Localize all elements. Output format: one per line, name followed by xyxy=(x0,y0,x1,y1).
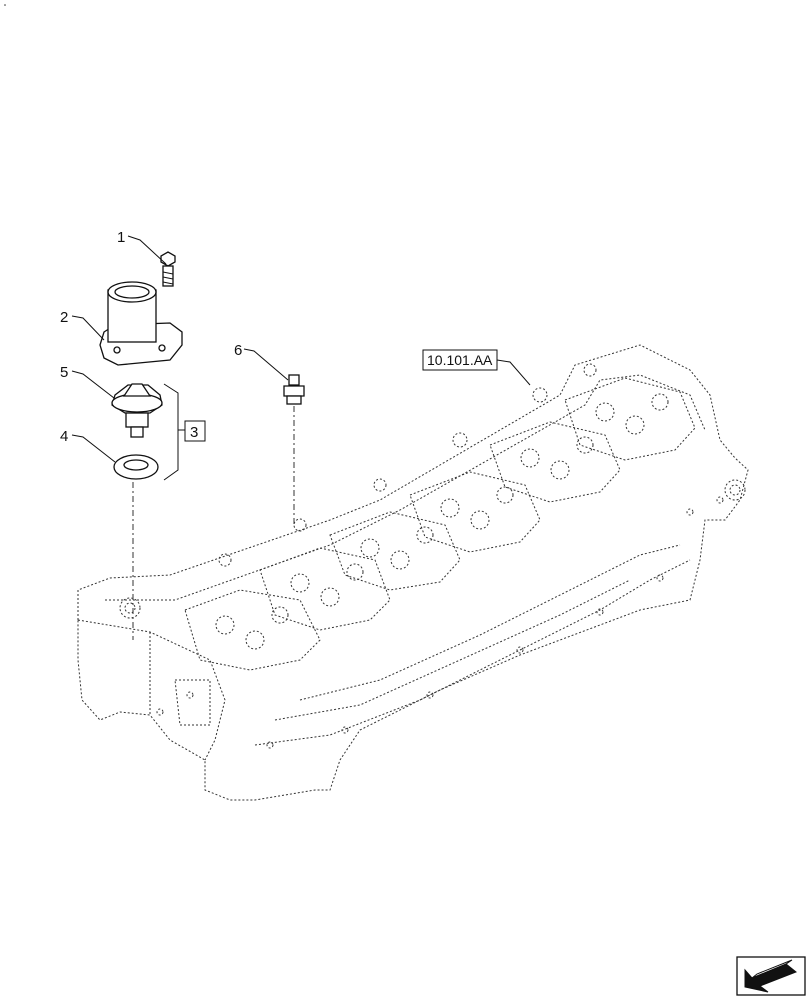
sensor-fitting-part xyxy=(283,374,305,405)
valve-pocket-3 xyxy=(329,511,461,591)
valve-pocket-1 xyxy=(184,589,321,671)
valve-pocket-6 xyxy=(564,377,696,461)
thermostat-housing-part xyxy=(99,281,183,366)
valve-seats xyxy=(215,393,669,650)
callout-3: 3 xyxy=(190,424,198,441)
next-page-arrow-icon[interactable] xyxy=(736,956,806,996)
callout-2: 2 xyxy=(60,309,68,326)
thermostat-part xyxy=(111,383,163,438)
front-face-inner xyxy=(149,632,211,726)
cylinder-head-assembly xyxy=(77,344,749,801)
callout-5: 5 xyxy=(60,364,68,381)
reference-box xyxy=(422,349,498,371)
lower-rail-2 xyxy=(299,544,681,701)
rail-holes xyxy=(156,496,724,749)
head-bolt-bosses xyxy=(119,363,746,619)
lower-rail xyxy=(254,559,691,746)
group-bracket xyxy=(163,383,179,481)
reference-label[interactable]: 10.101.AA xyxy=(427,352,493,368)
deck-edge xyxy=(105,374,706,601)
bolt-part xyxy=(160,251,176,287)
seal-ring-part xyxy=(113,454,159,480)
callout-6: 6 xyxy=(234,342,242,359)
callout-1: 1 xyxy=(117,229,125,246)
front-face xyxy=(77,619,226,761)
valve-pocket-4 xyxy=(409,471,541,553)
valve-pocket-5 xyxy=(489,421,621,503)
cylinder-head-outline xyxy=(77,344,749,801)
leader-lines xyxy=(71,235,531,463)
corner-dot xyxy=(4,4,6,6)
callout-4: 4 xyxy=(60,428,68,445)
callout-3-box xyxy=(184,420,206,442)
lower-rail-3 xyxy=(274,579,631,721)
valve-pocket-2 xyxy=(259,547,391,631)
